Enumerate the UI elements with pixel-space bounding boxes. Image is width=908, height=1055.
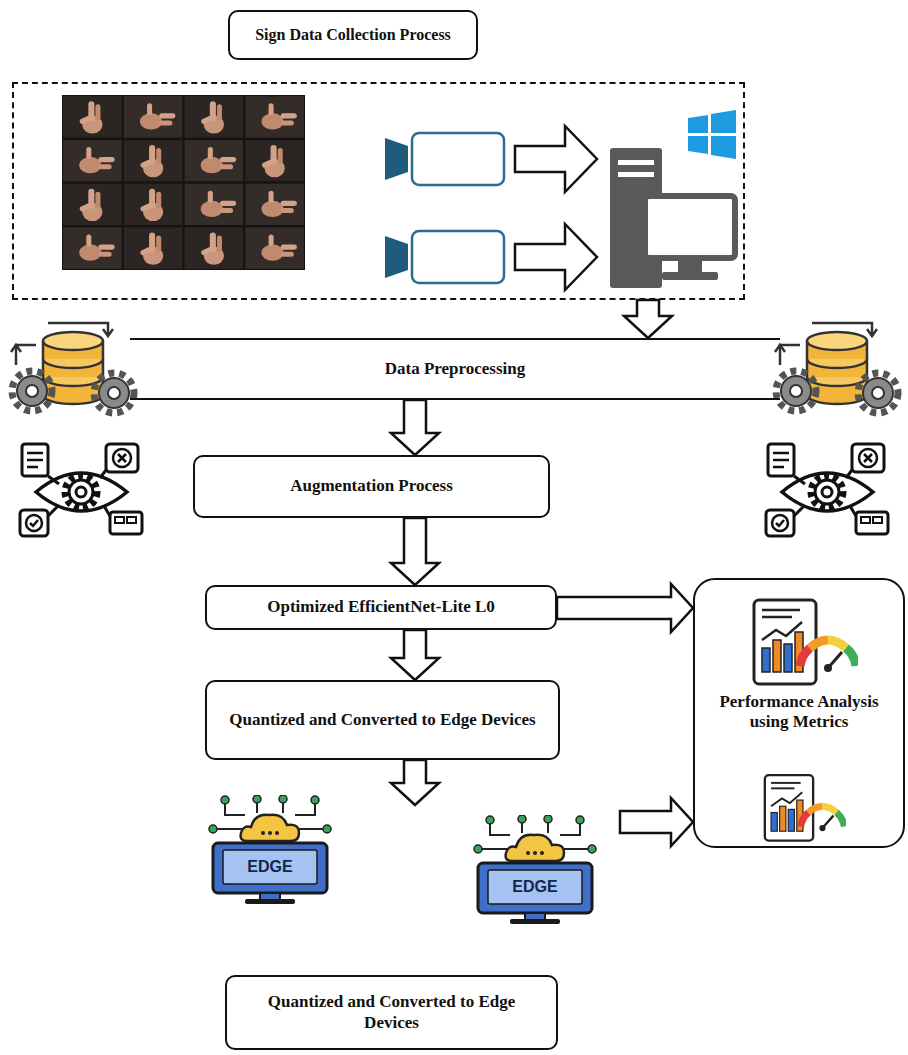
panel-text-area: Performance Analysis using Metrics	[709, 692, 889, 733]
hand-photo	[245, 183, 305, 226]
report-icon	[754, 600, 856, 684]
camera-icon	[385, 231, 504, 283]
hand-photo-grid	[62, 95, 305, 270]
camera-body	[412, 231, 504, 283]
arrow-shape	[391, 760, 439, 805]
hand-photo	[184, 139, 244, 182]
node-group: Quantized and Converted to Edge Devices	[200, 805, 620, 1052]
block-arrow	[391, 630, 439, 680]
box-label: Performance Analysis using Metrics	[709, 692, 889, 733]
title-box: Sign Data Collection Process	[228, 10, 478, 60]
box-label: Data Preprocessing	[385, 359, 526, 379]
logo-pane	[688, 136, 708, 154]
block-arrow	[391, 760, 439, 805]
logo-pane	[711, 136, 736, 159]
windows-logo	[688, 110, 736, 159]
metrics-panel: Performance Analysis using Metrics	[693, 578, 905, 848]
hand-photo	[63, 227, 123, 270]
logo-pane	[688, 115, 708, 133]
tower-slot	[618, 172, 654, 177]
block-arrow	[391, 518, 439, 585]
block-arrow	[557, 584, 693, 632]
hand-photo	[123, 183, 183, 226]
camera-lens	[385, 236, 408, 278]
dashed-region	[12, 82, 745, 300]
gear-database-icon	[775, 323, 898, 413]
box-label: Quantized and Converted to Edge Devices	[239, 992, 544, 1033]
hand-photo	[245, 96, 305, 139]
arrow-shape	[557, 584, 693, 632]
arrow-shape	[620, 798, 693, 846]
block-arrow	[620, 798, 693, 846]
edge-device-icon	[474, 815, 596, 924]
node-group: Sign Data Collection Process	[12, 10, 745, 300]
hand-photo	[63, 96, 123, 139]
device-label: EDGE	[512, 878, 557, 896]
process-band: Data Preprocessing	[130, 338, 780, 400]
computer-icon	[610, 110, 736, 288]
title-box: Quantized and Converted to Edge Devices	[225, 975, 558, 1050]
hand-photo	[63, 139, 123, 182]
tower-slot	[618, 160, 654, 165]
hand-photo	[123, 96, 183, 139]
process-box: Optimized EfficientNet-Lite L0	[205, 585, 557, 630]
block-arrow	[391, 400, 439, 455]
eye-gear-icon	[766, 444, 888, 536]
camera-icon	[385, 133, 504, 185]
box-label: Optimized EfficientNet-Lite L0	[267, 597, 495, 617]
process-box: Quantized and Converted to Edge Devices	[205, 680, 560, 760]
device-label: EDGE	[247, 858, 292, 876]
hand-photo	[245, 139, 305, 182]
hollow-arrow	[515, 126, 597, 192]
eye-gear-icon	[20, 444, 142, 536]
edge-device-icon	[209, 795, 331, 904]
hand-photo	[123, 139, 183, 182]
arrow-shape	[391, 630, 439, 680]
camera-body	[412, 133, 504, 185]
block-arrow	[624, 300, 672, 338]
report-icon	[765, 775, 844, 840]
gear-database-icon	[11, 323, 134, 413]
hollow-arrow	[515, 224, 597, 290]
hand-photo	[184, 227, 244, 270]
monitor-base	[662, 272, 718, 280]
box-label: Augmentation Process	[290, 476, 453, 496]
box-label: Quantized and Converted to Edge Devices	[229, 710, 535, 730]
hand-photo	[184, 96, 244, 139]
hand-photo	[63, 183, 123, 226]
logo-pane	[711, 110, 736, 133]
hand-photo	[184, 183, 244, 226]
hand-photo	[245, 227, 305, 270]
process-box: Augmentation Process	[193, 455, 550, 518]
hand-photo	[123, 227, 183, 270]
camera-lens	[385, 138, 408, 180]
monitor-stand	[678, 258, 702, 274]
box-label: Sign Data Collection Process	[255, 25, 451, 44]
arrow-shape	[391, 400, 439, 455]
arrow-shape	[624, 300, 672, 338]
arrow-shape	[391, 518, 439, 585]
computer-monitor	[645, 196, 735, 258]
photo-ground	[62, 95, 305, 270]
